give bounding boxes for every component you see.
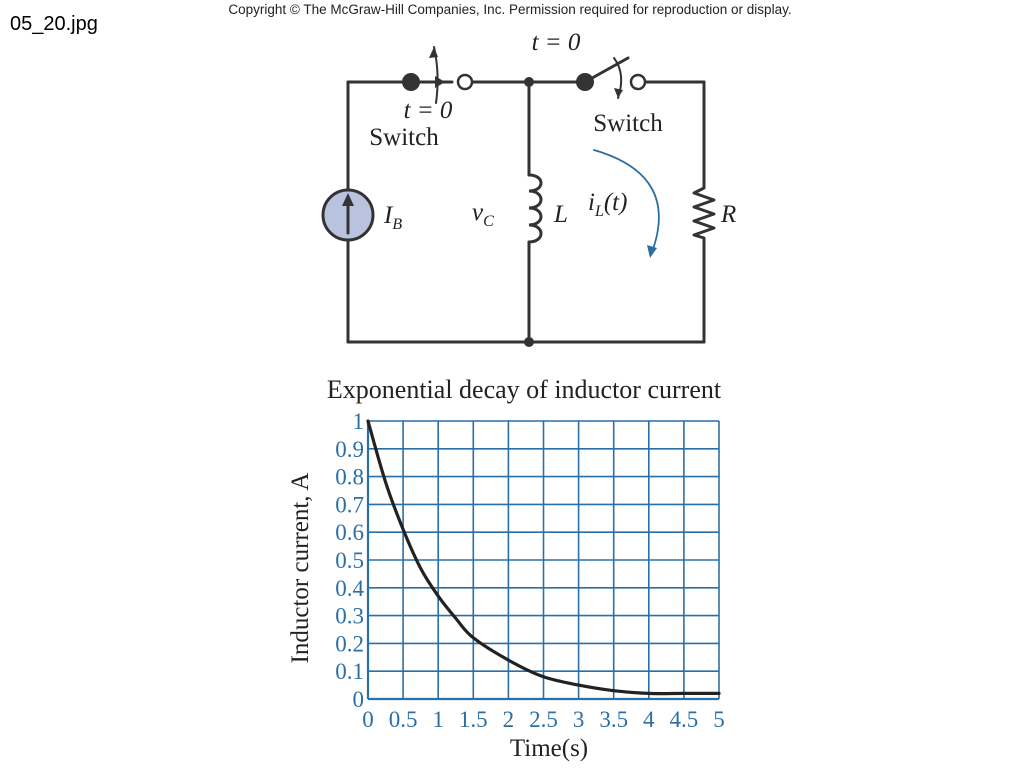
copyright-notice: Copyright © The McGraw-Hill Companies, I…: [228, 2, 791, 17]
chart-title: Exponential decay of inductor current: [327, 375, 722, 404]
decay-chart: Exponential decay of inductor current In…: [287, 375, 725, 762]
y-tick-label: 0.9: [335, 437, 364, 462]
current-direction-arrow: [593, 149, 660, 253]
y-tick-labels: 0 0.1 0.20.3 0.4 0.5 0.6 0.70.8 0.9 1: [335, 409, 364, 712]
series-line-0: [366, 419, 721, 696]
x-tick-label: 2.5: [529, 707, 558, 732]
x-tick-label: 4: [643, 707, 655, 732]
right-switch-time: t = 0: [532, 29, 581, 56]
file-name: 05_20.jpg: [10, 13, 98, 35]
y-tick-label: 0.1: [335, 659, 364, 684]
y-axis-label: Inductor current, A: [287, 473, 314, 664]
current-arrowhead: [647, 245, 657, 258]
x-tick-label: 2: [503, 707, 515, 732]
x-tick-label: 5: [713, 707, 725, 732]
resistor-label: R: [720, 201, 736, 228]
inductor-coil: [527, 173, 543, 244]
y-tick-label: 0: [353, 687, 365, 712]
x-tick-label: 4.5: [670, 707, 699, 732]
y-tick-label: 1: [353, 409, 365, 434]
right-switch-label: Switch: [593, 110, 663, 137]
resistor-zigzag: [692, 181, 716, 245]
grid: [366, 420, 720, 701]
y-tick-label: 0.5: [335, 548, 364, 573]
capacitor-voltage-label: vC: [472, 199, 494, 230]
y-tick-label: 0.8: [335, 465, 364, 490]
y-tick-label: 0.7: [335, 492, 364, 517]
inductor-label: L: [553, 201, 568, 228]
x-tick-label: 1.5: [459, 707, 488, 732]
current-source-label: IB: [383, 202, 402, 233]
x-tick-label: 3.5: [599, 707, 628, 732]
series-layer: [366, 419, 721, 696]
left-switch-label: Switch: [369, 124, 439, 151]
junction-dot-top: [524, 77, 534, 87]
x-axis-label: Time(s): [510, 735, 588, 762]
left-switch-time: t = 0: [404, 97, 453, 124]
circuit-diagram: t = 0 Switch t = 0 Switch IB vC L iL(t) …: [321, 29, 736, 347]
x-tick-label: 1: [432, 707, 444, 732]
junction-dot-bottom: [524, 337, 534, 347]
x-tick-label: 0.5: [389, 707, 418, 732]
x-tick-label: 0: [362, 707, 374, 732]
x-tick-label: 3: [573, 707, 585, 732]
y-tick-label: 0.4: [335, 576, 364, 601]
y-tick-label: 0.2: [335, 631, 364, 656]
left-switch: [402, 46, 474, 104]
y-tick-label: 0.6: [335, 520, 364, 545]
inductor-current-label: iL(t): [588, 189, 627, 220]
right-switch: [576, 56, 647, 99]
y-tick-label: 0.3: [335, 604, 364, 629]
current-source-symbol: [321, 188, 375, 242]
x-tick-labels: 0 0.5 1 1.5 2 2.5 3 3.5 4 4.5 5: [362, 707, 725, 732]
